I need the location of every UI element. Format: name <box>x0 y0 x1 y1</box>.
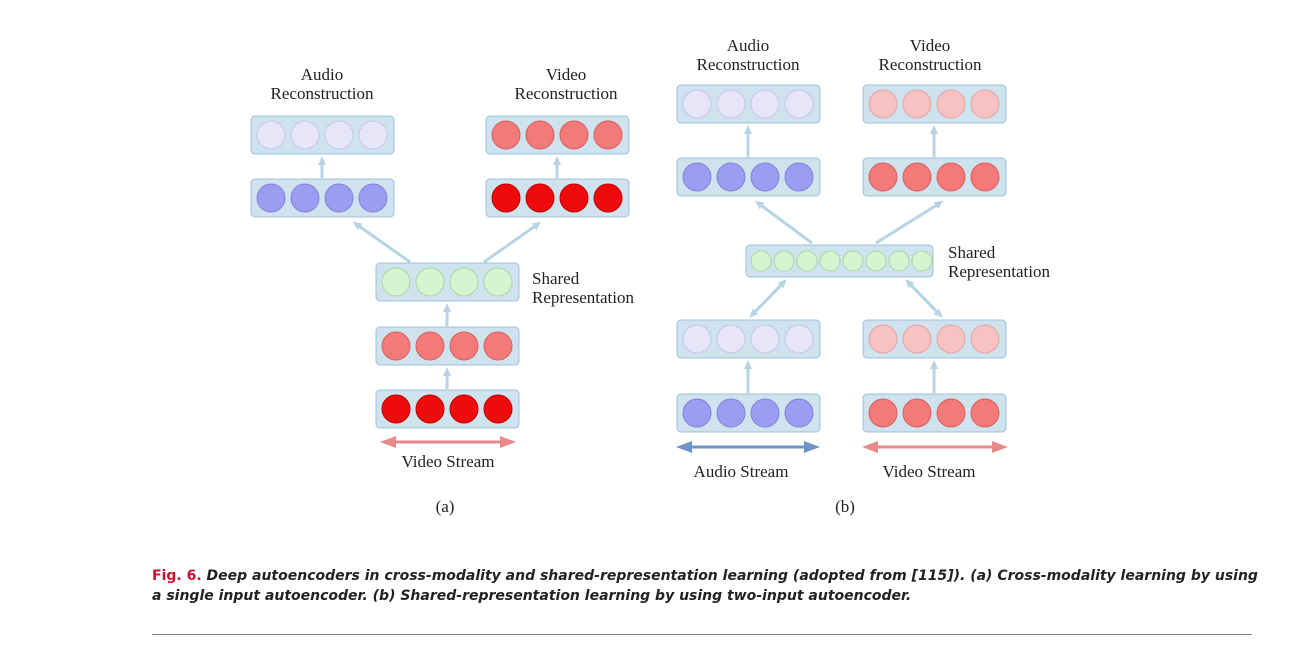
figure-caption-text: Deep autoencoders in cross-modality and … <box>152 568 1258 604</box>
figure-caption: Fig. 6. Deep autoencoders in cross-modal… <box>152 566 1262 606</box>
panel-a-shared-label-line2: Representation <box>532 288 634 307</box>
arrow-diagonal <box>352 221 411 264</box>
panel-b-caption-label: (b) <box>835 497 855 516</box>
arrow-diagonal <box>906 280 943 318</box>
arrow-diagonal <box>483 221 542 264</box>
divider <box>152 634 1252 635</box>
panel-b-video-input-layer <box>862 393 1007 433</box>
panel-a-video-input-layer <box>375 389 520 429</box>
panel-b-audio-output-layer <box>676 84 821 124</box>
panel-a-input-hidden-layer <box>375 326 520 366</box>
panel-b-audio-stream-label: Audio Stream <box>694 462 789 481</box>
panel-b: Audio Reconstruction Video Reconstructio… <box>676 36 1050 516</box>
panel-a-shared-layer <box>375 262 520 302</box>
panel-b-video-stream-arrow <box>862 441 1008 453</box>
arrow-diagonal <box>875 200 944 245</box>
panel-b-audio-input-layer <box>676 393 821 433</box>
panel-b-shared-layer <box>745 244 934 278</box>
panel-a-audio-label-line2: Reconstruction <box>271 84 374 103</box>
panel-b-video-stream-label: Video Stream <box>883 462 976 481</box>
panel-b-video-label-line2: Reconstruction <box>879 55 982 74</box>
panel-b-audio-label-line2: Reconstruction <box>697 55 800 74</box>
panel-b-video-label-line1: Video <box>910 36 951 55</box>
panel-b-shared-label-line2: Representation <box>948 262 1050 281</box>
panel-a: Audio Reconstruction Video Reconstructio… <box>250 65 634 516</box>
panel-a-arrows <box>318 156 561 389</box>
panel-a-video-hidden-layer <box>485 178 630 218</box>
panel-a-video-output-layer <box>485 115 630 155</box>
panel-a-audio-output-layer <box>250 115 395 155</box>
figure-number: Fig. 6. <box>152 568 202 584</box>
panel-b-audio-encoder-layer <box>676 319 821 359</box>
panel-b-shared-label-line1: Shared <box>948 243 996 262</box>
arrow-diagonal <box>754 200 813 245</box>
panel-a-shared-label-line1: Shared <box>532 269 580 288</box>
panel-b-audio-label-line1: Audio <box>727 36 770 55</box>
panel-b-audio-stream-arrow <box>676 441 820 453</box>
panel-b-audio-hidden-layer <box>676 157 821 197</box>
panel-b-video-encoder-layer <box>862 319 1007 359</box>
arrow-diagonal <box>749 280 786 318</box>
panel-a-video-label-line1: Video <box>546 65 587 84</box>
panel-a-video-label-line2: Reconstruction <box>515 84 618 103</box>
panel-a-caption-label: (a) <box>436 497 455 516</box>
panel-a-audio-hidden-layer <box>250 178 395 218</box>
panel-a-video-stream-label: Video Stream <box>402 452 495 471</box>
panel-a-audio-label-line1: Audio <box>301 65 344 84</box>
autoencoder-figure: Audio Reconstruction Video Reconstructio… <box>250 36 1050 516</box>
panel-b-video-output-layer <box>862 84 1007 124</box>
panel-b-arrows <box>744 125 944 393</box>
panel-b-video-hidden-layer <box>862 157 1007 197</box>
panel-a-video-stream-arrow <box>380 436 516 448</box>
